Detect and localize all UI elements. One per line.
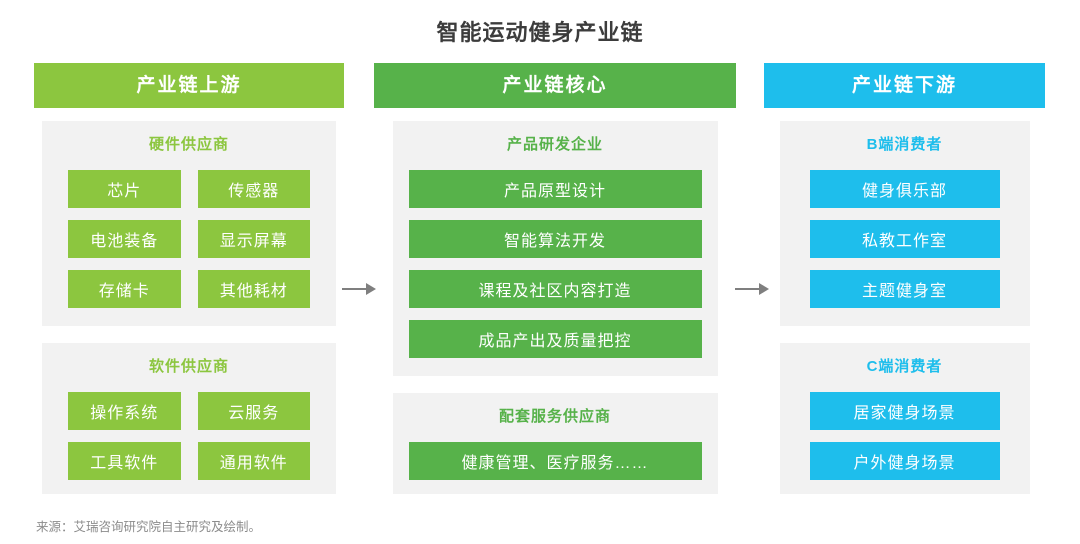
item-memory-card: 存储卡: [68, 270, 181, 308]
rd-items-stack: 产品原型设计 智能算法开发 课程及社区内容打造 成品产出及质量把控: [393, 170, 718, 358]
source-note: 来源：艾瑞咨询研究院自主研究及绘制。: [36, 520, 262, 534]
panel-hardware-suppliers: 硬件供应商 芯片 传感器 电池装备 显示屏幕 存储卡 其他耗材: [42, 121, 336, 326]
column-header-upstream: 产业链上游: [34, 63, 344, 108]
item-health-management-medical-services: 健康管理、医疗服务……: [408, 442, 702, 480]
panel-title-hardware-suppliers: 硬件供应商: [148, 136, 229, 153]
column-downstream: 产业链下游 B端消费者 健身俱乐部 私教工作室 主题健身室 C端消费者 居家健身…: [764, 63, 1045, 494]
panel-title-software-suppliers: 软件供应商: [148, 358, 229, 375]
item-home-fitness-scene: 居家健身场景: [809, 392, 1000, 430]
arrow-right-icon-upstream-to-core: [342, 283, 376, 295]
b-side-items-stack: 健身俱乐部 私教工作室 主题健身室: [780, 170, 1030, 308]
item-product-output-quality-control: 成品产出及质量把控: [408, 320, 702, 358]
item-product-prototype-design: 产品原型设计: [408, 170, 702, 208]
panel-b-side-consumers: B端消费者 健身俱乐部 私教工作室 主题健身室: [779, 121, 1030, 326]
column-upstream: 产业链上游 硬件供应商 芯片 传感器 电池装备 显示屏幕 存储卡 其他耗材 软件…: [34, 63, 344, 494]
item-outdoor-fitness-scene: 户外健身场景: [809, 442, 1000, 480]
column-core: 产业链核心 产品研发企业 产品原型设计 智能算法开发 课程及社区内容打造 成品产…: [374, 63, 736, 494]
item-display-screen: 显示屏幕: [197, 220, 310, 258]
column-header-downstream: 产业链下游: [764, 63, 1045, 108]
software-items-grid: 操作系统 云服务 工具软件 通用软件: [42, 392, 336, 480]
item-private-coaching-studio: 私教工作室: [809, 220, 1000, 258]
item-other-consumables: 其他耗材: [197, 270, 310, 308]
item-chip: 芯片: [68, 170, 181, 208]
panel-title-b-side-consumers: B端消费者: [866, 136, 943, 153]
item-intelligent-algorithm-development: 智能算法开发: [408, 220, 702, 258]
panel-c-side-consumers: C端消费者 居家健身场景 户外健身场景: [779, 343, 1030, 494]
panel-product-rd-enterprises: 产品研发企业 产品原型设计 智能算法开发 课程及社区内容打造 成品产出及质量把控: [392, 121, 718, 376]
c-side-items-stack: 居家健身场景 户外健身场景: [780, 392, 1030, 480]
panel-supporting-service-suppliers: 配套服务供应商 健康管理、医疗服务……: [392, 393, 718, 494]
column-header-core: 产业链核心: [374, 63, 736, 108]
item-tool-software: 工具软件: [68, 442, 181, 480]
panel-title-c-side-consumers: C端消费者: [866, 358, 943, 375]
item-battery-equipment: 电池装备: [68, 220, 181, 258]
panel-title-product-rd-enterprises: 产品研发企业: [506, 136, 603, 153]
item-themed-fitness-room: 主题健身室: [809, 270, 1000, 308]
item-cloud-service: 云服务: [197, 392, 310, 430]
panel-title-supporting-service-suppliers: 配套服务供应商: [498, 408, 611, 425]
item-course-community-content: 课程及社区内容打造: [408, 270, 702, 308]
page-title: 智能运动健身产业链: [436, 20, 644, 45]
item-operating-system: 操作系统: [68, 392, 181, 430]
panel-software-suppliers: 软件供应商 操作系统 云服务 工具软件 通用软件: [42, 343, 336, 494]
item-general-software: 通用软件: [197, 442, 310, 480]
arrow-right-icon-core-to-downstream: [735, 283, 769, 295]
hardware-items-grid: 芯片 传感器 电池装备 显示屏幕 存储卡 其他耗材: [42, 170, 336, 308]
supporting-items-stack: 健康管理、医疗服务……: [393, 442, 718, 480]
item-sensor: 传感器: [197, 170, 310, 208]
item-fitness-club: 健身俱乐部: [809, 170, 1000, 208]
